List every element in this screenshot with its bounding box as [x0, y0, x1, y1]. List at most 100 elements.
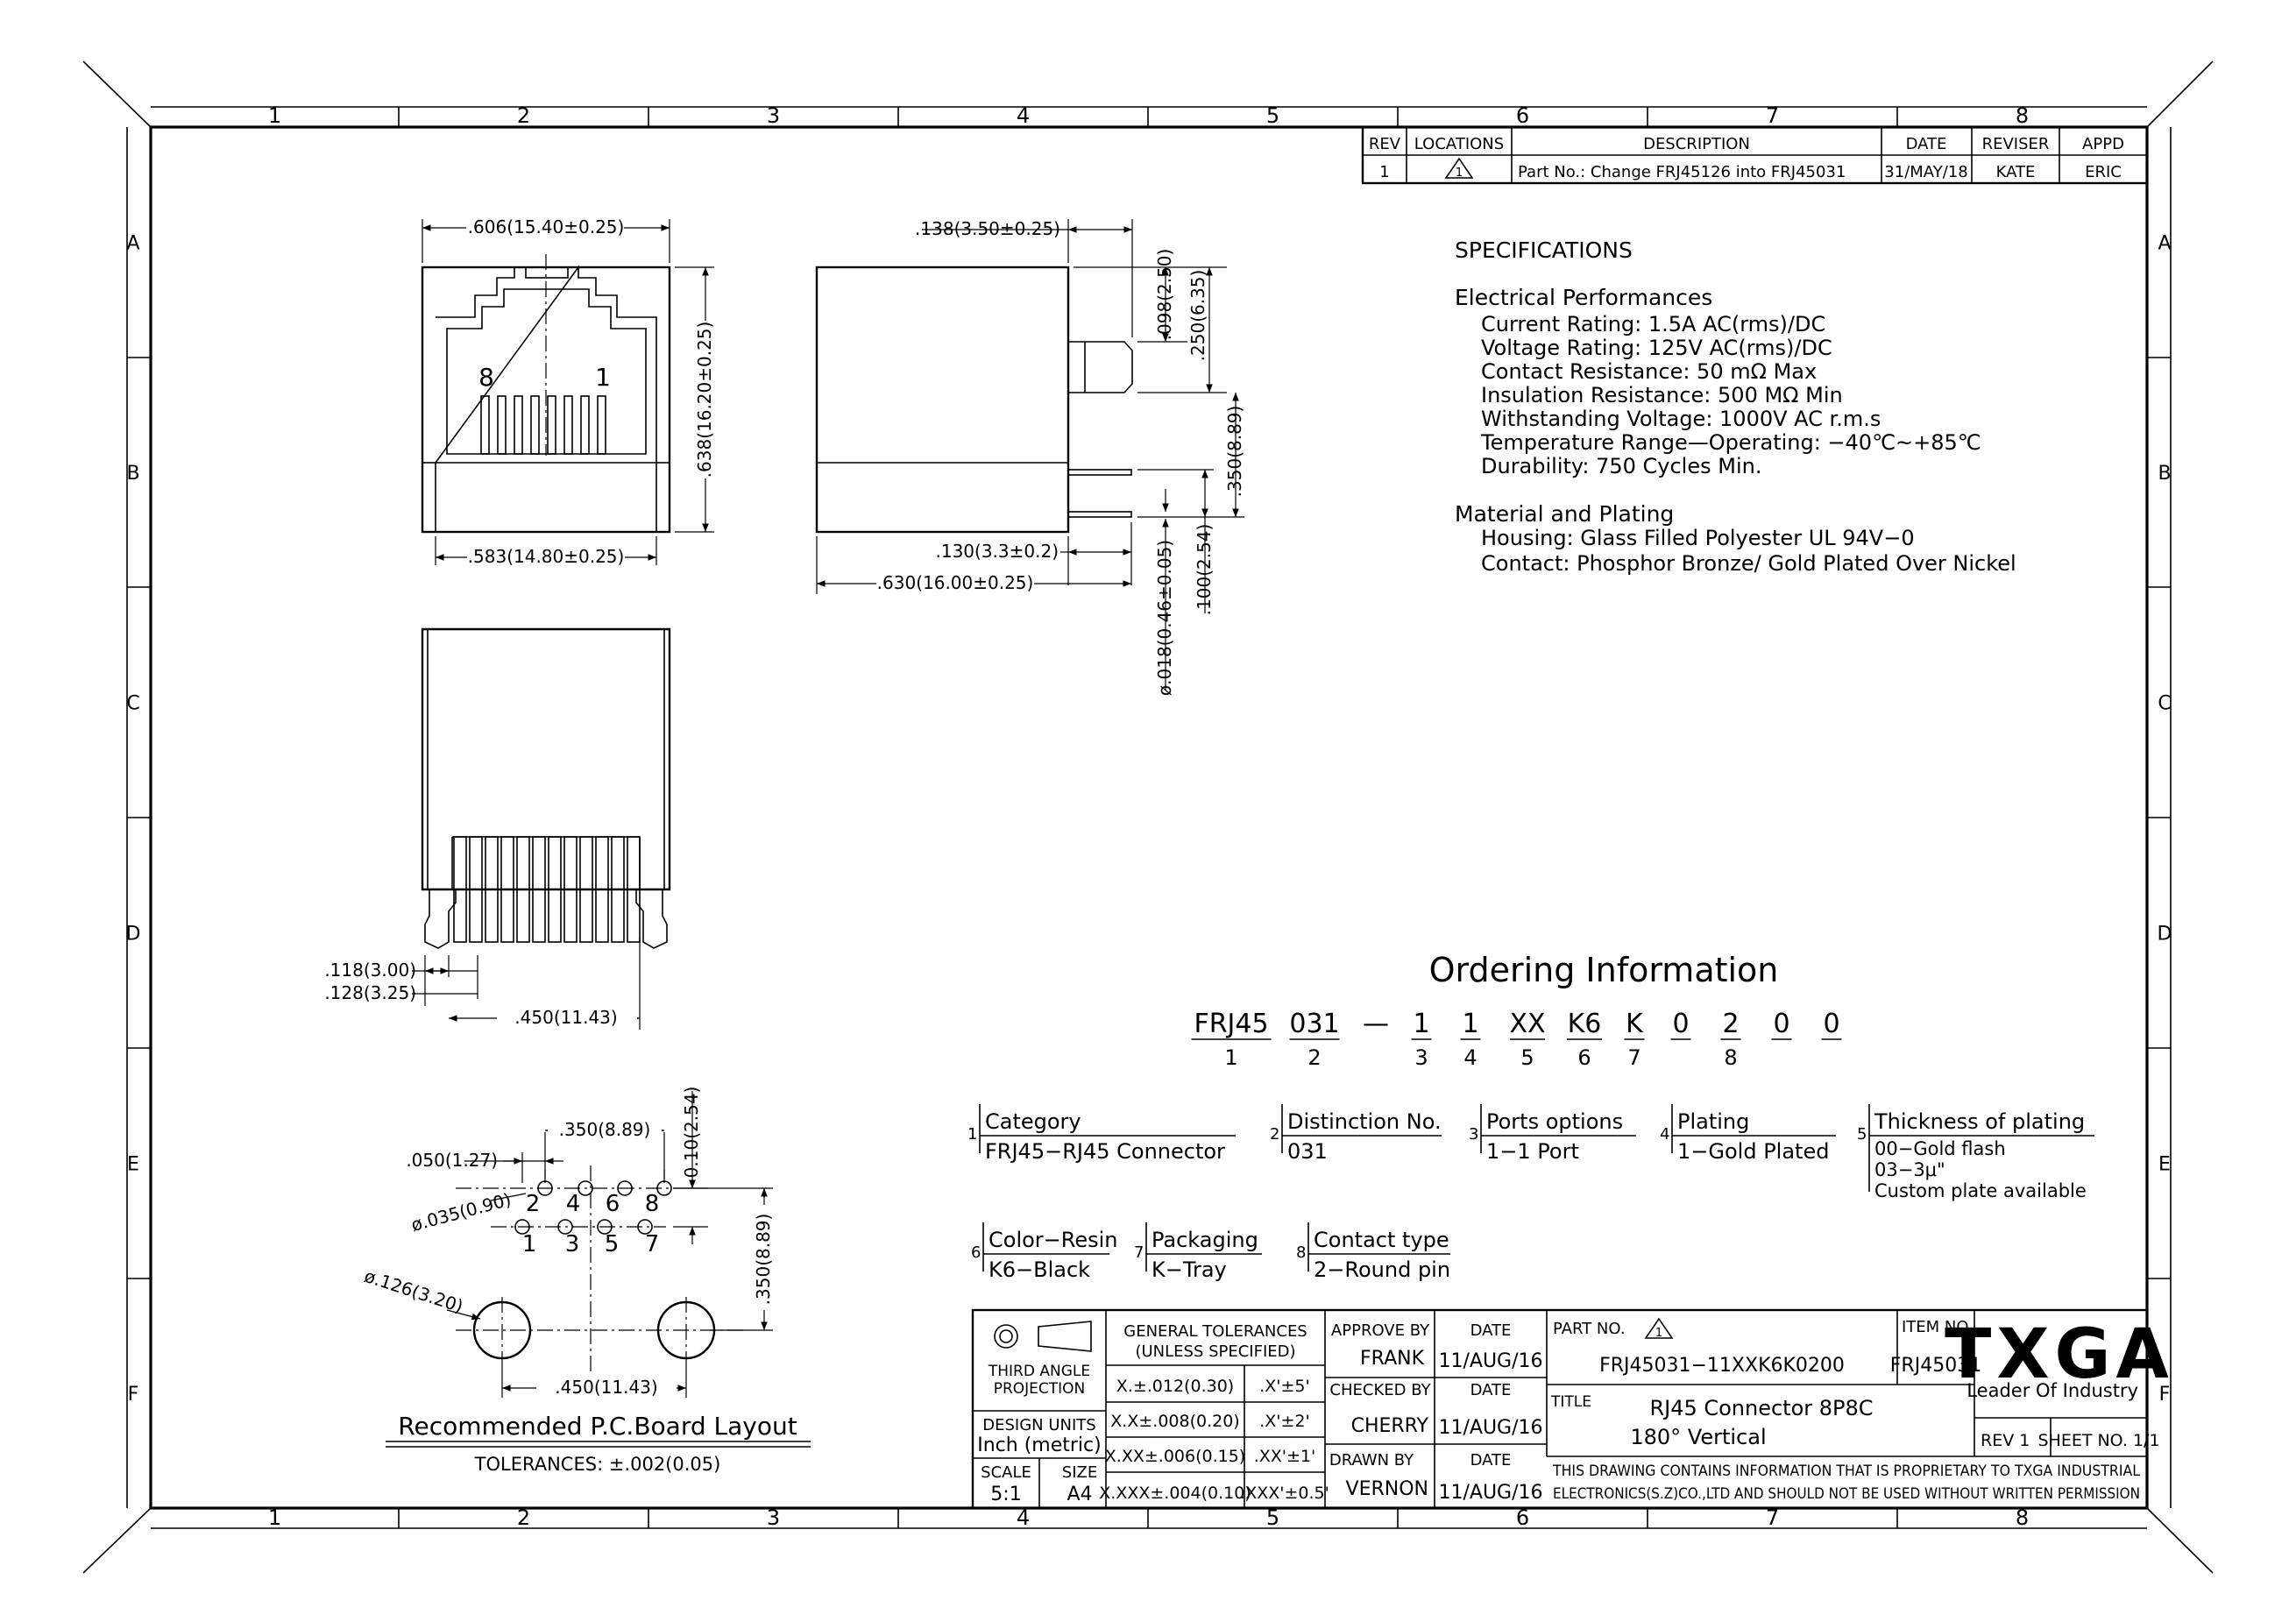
scale-value: 5:1 — [990, 1484, 1021, 1505]
order-field-title: Thickness of plating — [1874, 1109, 2085, 1134]
part-no-label: PART NO. — [1553, 1320, 1626, 1338]
bottom-pin — [595, 836, 609, 943]
border-col-label-top: 3 — [767, 103, 780, 128]
tolerance-angular: .X'±5' — [1259, 1377, 1310, 1396]
pcb-tolerance: TOLERANCES: ±.002(0.05) — [474, 1454, 721, 1475]
order-code-part: — — [1363, 1009, 1389, 1039]
order-field-line: 1−1 Port — [1486, 1139, 1579, 1164]
spec-material-line: Contact: Phosphor Bronze/ Gold Plated Ov… — [1481, 551, 2016, 576]
tolerance-angular: .XX'±1' — [1254, 1447, 1316, 1466]
pcb-pin-label-bottom: 7 — [645, 1231, 660, 1257]
order-field-line: 1−Gold Plated — [1677, 1139, 1829, 1164]
tolerance-linear: X.XX±.006(0.15) — [1105, 1447, 1245, 1466]
side-view: .138(3.50±0.25) .098(2.50) .250(6.35) .3… — [815, 218, 1245, 696]
border-row-label-right: B — [2158, 463, 2171, 485]
tolerance-angular: .X'±2' — [1259, 1412, 1310, 1431]
part-no-rev-triangle: 1 — [1644, 1317, 1674, 1340]
front-dim-width-bottom: .583(14.80±0.25) — [468, 546, 625, 567]
title-label: TITLE — [1550, 1393, 1591, 1411]
bottom-view: .118(3.00) .128(3.25) .450(11.43) — [324, 627, 671, 1030]
tolerance-angular: .XXX'±0.5' — [1240, 1484, 1329, 1503]
pcb-hole — [514, 1219, 530, 1235]
pcb-dim-pin-span: .350(8.89) — [559, 1119, 651, 1140]
order-field-number: 4 — [1660, 1125, 1669, 1144]
order-code-index: 5 — [1520, 1045, 1534, 1070]
border-col-label-bottom: 2 — [517, 1505, 530, 1530]
order-code-part: K — [1626, 1009, 1644, 1039]
order-field-line: K6−Black — [989, 1257, 1090, 1282]
front-view: 8 1 .606(15.40±0.25) .583(14.80±0.25) .6… — [421, 216, 716, 568]
rev-header-description: DESCRIPTION — [1643, 135, 1750, 153]
drawn-by-value: VERNON — [1346, 1478, 1428, 1500]
bottom-pin — [469, 836, 483, 943]
order-field-title: Color−Resin — [989, 1228, 1118, 1252]
order-field-title: Category — [985, 1109, 1081, 1134]
pcb-pin-label-top: 6 — [606, 1191, 620, 1217]
order-code-index: 3 — [1414, 1045, 1428, 1070]
design-units-value: Inch (metric) — [977, 1434, 1101, 1456]
border-row-label-left: C — [126, 693, 139, 715]
border-col-label-top: 8 — [2016, 103, 2029, 128]
rev-row-reviser: KATE — [1996, 163, 2036, 181]
bottom-pin — [500, 836, 514, 943]
rev-header-rev: REV — [1369, 135, 1401, 153]
border-col-label-bottom: 6 — [1516, 1505, 1529, 1530]
rev-label: REV 1 — [1981, 1431, 2030, 1450]
pcb-hole — [637, 1219, 653, 1235]
spec-material-title: Material and Plating — [1455, 501, 1674, 527]
order-field-number: 7 — [1134, 1243, 1144, 1262]
order-code-index: 7 — [1627, 1045, 1641, 1070]
rev-row-location: 1 — [1456, 166, 1463, 180]
border-col-label-bottom: 8 — [2016, 1505, 2029, 1530]
pcb-pin-label-bottom: 3 — [565, 1231, 580, 1257]
part-no-rev: 1 — [1655, 1327, 1662, 1340]
order-code-index: 4 — [1463, 1045, 1477, 1070]
projection-line-2: PROJECTION — [994, 1380, 1086, 1398]
border-col-label-top: 4 — [1017, 103, 1030, 128]
order-field-line: 2−Round pin — [1314, 1257, 1450, 1282]
border-row-label-left: A — [126, 233, 139, 255]
pcb-dim-post-span: .450(11.43) — [555, 1377, 657, 1398]
rev-location-triangle: 1 — [1444, 157, 1474, 180]
bottom-dim-span: .450(11.43) — [514, 1007, 617, 1028]
pcb-pin-label-top: 8 — [645, 1191, 660, 1217]
order-field-number: 8 — [1296, 1243, 1306, 1262]
scale-label: SCALE — [981, 1463, 1031, 1482]
revision-table: REV LOCATIONS DESCRIPTION DATE REVISER A… — [1361, 125, 2149, 185]
company-logo: TXGA — [1945, 1315, 2174, 1394]
title-block: THIRD ANGLE PROJECTION DESIGN UNITS Inch… — [971, 1308, 2174, 1510]
pcb-dim-hole-dia: ø.035(0.90) — [409, 1189, 514, 1236]
spec-electrical-line: Voltage Rating: 125V AC(rms)/DC — [1481, 336, 1832, 360]
front-contacts — [480, 395, 606, 455]
border-row-label-left: B — [126, 463, 139, 485]
order-field-number: 6 — [971, 1243, 981, 1262]
size-label: SIZE — [1062, 1463, 1097, 1482]
rev-header-locations: LOCATIONS — [1414, 135, 1504, 153]
pcb-hole — [617, 1180, 633, 1196]
size-value: A4 — [1067, 1484, 1092, 1505]
pcb-title: Recommended P.C.Board Layout — [398, 1412, 797, 1441]
order-code-part: 031 — [1289, 1009, 1339, 1039]
front-contact — [597, 395, 606, 455]
order-field-title: Plating — [1677, 1109, 1749, 1134]
pcb-dim-post-dia: ø.126(3.20) — [362, 1265, 466, 1317]
order-code-part: XX — [1509, 1009, 1545, 1039]
order-field-number: 5 — [1857, 1125, 1867, 1144]
side-dim-pin-span: .350(8.89) — [1224, 406, 1245, 498]
date-approve: 11/AUG/16 — [1438, 1350, 1542, 1372]
spec-electrical-line: Insulation Resistance: 500 MΩ Min — [1481, 383, 1843, 407]
pcb-pin-label-bottom: 1 — [522, 1231, 537, 1257]
spec-electrical-line: Temperature Range—Operating: −40℃~+85℃ — [1480, 430, 1981, 455]
side-dim-pin-pitch: .100(2.54) — [1194, 524, 1215, 616]
border-col-label-top: 5 — [1266, 103, 1279, 128]
sheet-label: SHEET NO. 1/1 — [2037, 1431, 2159, 1450]
order-field-title: Distinction No. — [1287, 1109, 1442, 1134]
part-no-value: FRJ45031−11XXK6K0200 — [1599, 1355, 1845, 1377]
order-code-part: 2 — [1722, 1009, 1739, 1039]
bottom-pin — [532, 836, 546, 943]
bottom-pin — [627, 836, 641, 943]
rev-row-rev: 1 — [1379, 163, 1389, 181]
date-checked: 11/AUG/16 — [1438, 1417, 1542, 1439]
